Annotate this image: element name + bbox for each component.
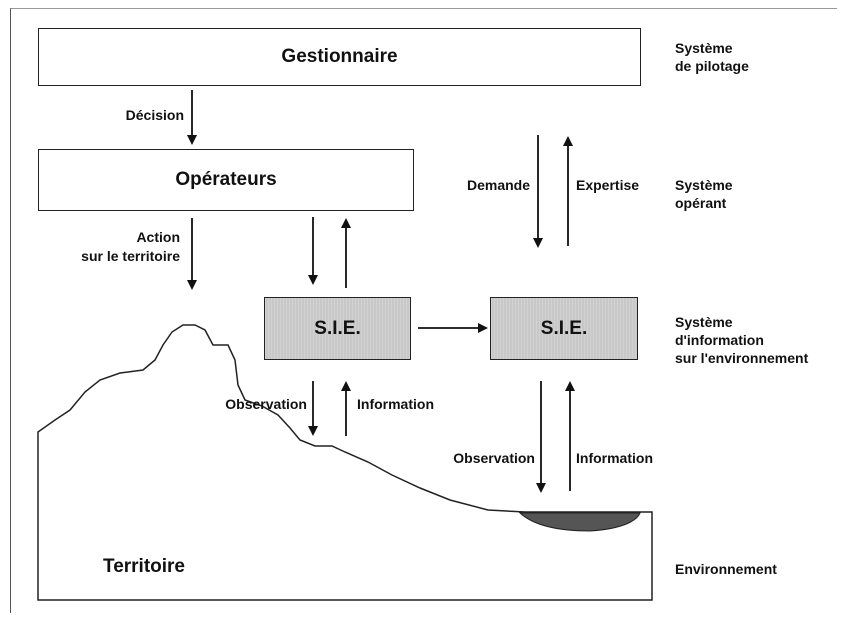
information-right-label: Information bbox=[576, 450, 653, 466]
sie-left-box: S.I.E. bbox=[264, 297, 411, 360]
environnement-side-label: Environnement bbox=[675, 561, 777, 577]
demande-label: Demande bbox=[466, 177, 530, 193]
sie-right-box: S.I.E. bbox=[490, 297, 638, 360]
gestionnaire-label: Gestionnaire bbox=[281, 46, 398, 67]
sie-left-label: S.I.E. bbox=[314, 317, 361, 339]
action-label-line2: sur le territoire bbox=[81, 248, 180, 264]
info-side-label: Système d'information sur l'environnemen… bbox=[675, 313, 808, 367]
decision-label: Décision bbox=[125, 107, 184, 123]
info-line2: d'information bbox=[675, 332, 764, 348]
info-line1: Système bbox=[675, 314, 733, 330]
water-body bbox=[518, 512, 641, 532]
pilotage-line2: de pilotage bbox=[675, 58, 749, 74]
expertise-label: Expertise bbox=[576, 177, 640, 193]
pilotage-side-label: Système de pilotage bbox=[675, 39, 749, 75]
operant-line2: opérant bbox=[675, 195, 727, 211]
information-left-label: Information bbox=[357, 396, 434, 412]
info-line3: sur l'environnement bbox=[675, 350, 809, 366]
operant-line1: Système bbox=[675, 177, 733, 193]
terrain-outline bbox=[37, 324, 653, 601]
observation-left-label: Observation bbox=[225, 396, 307, 412]
action-label-line1: Action bbox=[136, 229, 180, 245]
pilotage-line1: Système bbox=[675, 40, 733, 56]
gestionnaire-box: Gestionnaire bbox=[38, 28, 641, 86]
observation-right-label: Observation bbox=[453, 450, 535, 466]
operant-side-label: Système opérant bbox=[675, 176, 733, 212]
sie-right-label: S.I.E. bbox=[540, 317, 588, 339]
operateurs-box: Opérateurs bbox=[38, 149, 414, 211]
diagram-frame bbox=[10, 8, 837, 613]
territoire-label: Territoire bbox=[103, 556, 186, 577]
operateurs-label: Opérateurs bbox=[175, 169, 277, 190]
